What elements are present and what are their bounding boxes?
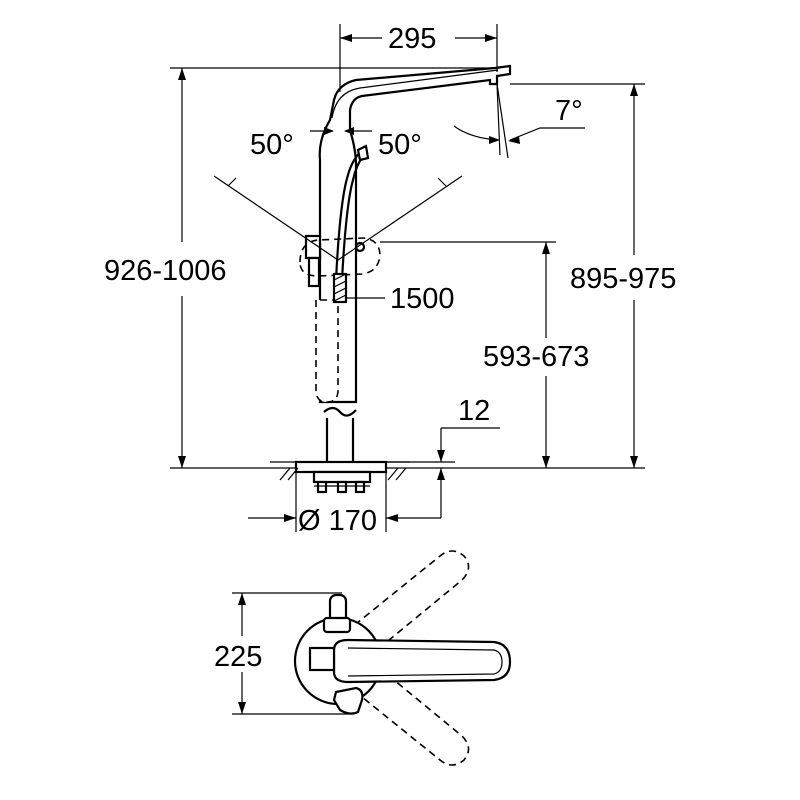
plan-view: 225 <box>214 550 512 766</box>
reach-arrow-left <box>340 34 352 42</box>
depth-label: 225 <box>214 641 262 673</box>
total-height-arrow-top <box>178 68 186 80</box>
total-height-arrow-bottom <box>178 456 186 468</box>
spout-height-arrow-bottom <box>630 456 638 468</box>
handle-swivel-dashed <box>299 237 381 277</box>
depth-arrow-bottom <box>238 702 246 714</box>
hose <box>334 149 365 281</box>
plan-handle <box>308 646 336 672</box>
hand-shower-dashed <box>315 299 339 403</box>
angle-arrow-right <box>508 136 520 144</box>
handle-pin <box>354 241 366 253</box>
plan-shower-holder <box>332 686 364 715</box>
diameter-arrow-right <box>386 514 398 522</box>
swivel-line-left <box>213 175 339 261</box>
column-break <box>323 406 357 417</box>
base-hatching <box>279 467 407 481</box>
mounting-bolts <box>312 470 372 494</box>
diameter-label: Ø 170 <box>298 505 377 537</box>
offset-label: 12 <box>458 395 490 427</box>
base-plate <box>294 460 388 474</box>
elevation-view: 50° 50° 295 7° 926-1006 895-975 <box>104 23 676 537</box>
angle-ref-tilted <box>496 83 509 159</box>
swivel-arc-right <box>437 177 447 187</box>
spout-height-label: 895-975 <box>570 263 676 295</box>
plan-spout-inner <box>347 647 503 677</box>
swivel-left-label: 50° <box>250 129 294 161</box>
angle-label: 7° <box>555 95 583 127</box>
swivel-arc-left <box>227 177 237 187</box>
column-lower <box>325 418 355 462</box>
column-upper <box>318 64 512 404</box>
reach-arrow-right <box>485 34 497 42</box>
offset-arrow-bottom <box>437 468 445 480</box>
angle-leader <box>509 127 585 141</box>
swivel-line-right <box>337 175 463 261</box>
angle-ref-vertical <box>496 83 501 156</box>
handle-height-arrow-bottom <box>542 456 550 468</box>
swivel-arrow-left <box>324 127 334 135</box>
swivel-right-label: 50° <box>378 129 422 161</box>
total-height-label: 926-1006 <box>104 255 227 287</box>
hose-length-label: 1500 <box>390 283 455 315</box>
hose-tip <box>356 144 370 162</box>
swivel-arrow-right <box>344 127 354 135</box>
plan-spout-main <box>332 638 512 684</box>
depth-arrow-top <box>238 593 246 605</box>
valve-cap <box>307 256 321 288</box>
angle-arrow-left <box>489 136 500 144</box>
plan-valve-top-cap <box>322 616 352 634</box>
handle-height-label: 593-673 <box>483 341 589 373</box>
reach-label: 295 <box>388 23 436 55</box>
diameter-arrow-left <box>284 514 296 522</box>
handle-height-arrow-top <box>542 242 550 254</box>
hose-connector-hatch <box>333 273 347 302</box>
offset-arrow-top <box>437 450 445 462</box>
spout-height-arrow-top <box>630 84 638 96</box>
spout-inner-line <box>331 69 499 119</box>
